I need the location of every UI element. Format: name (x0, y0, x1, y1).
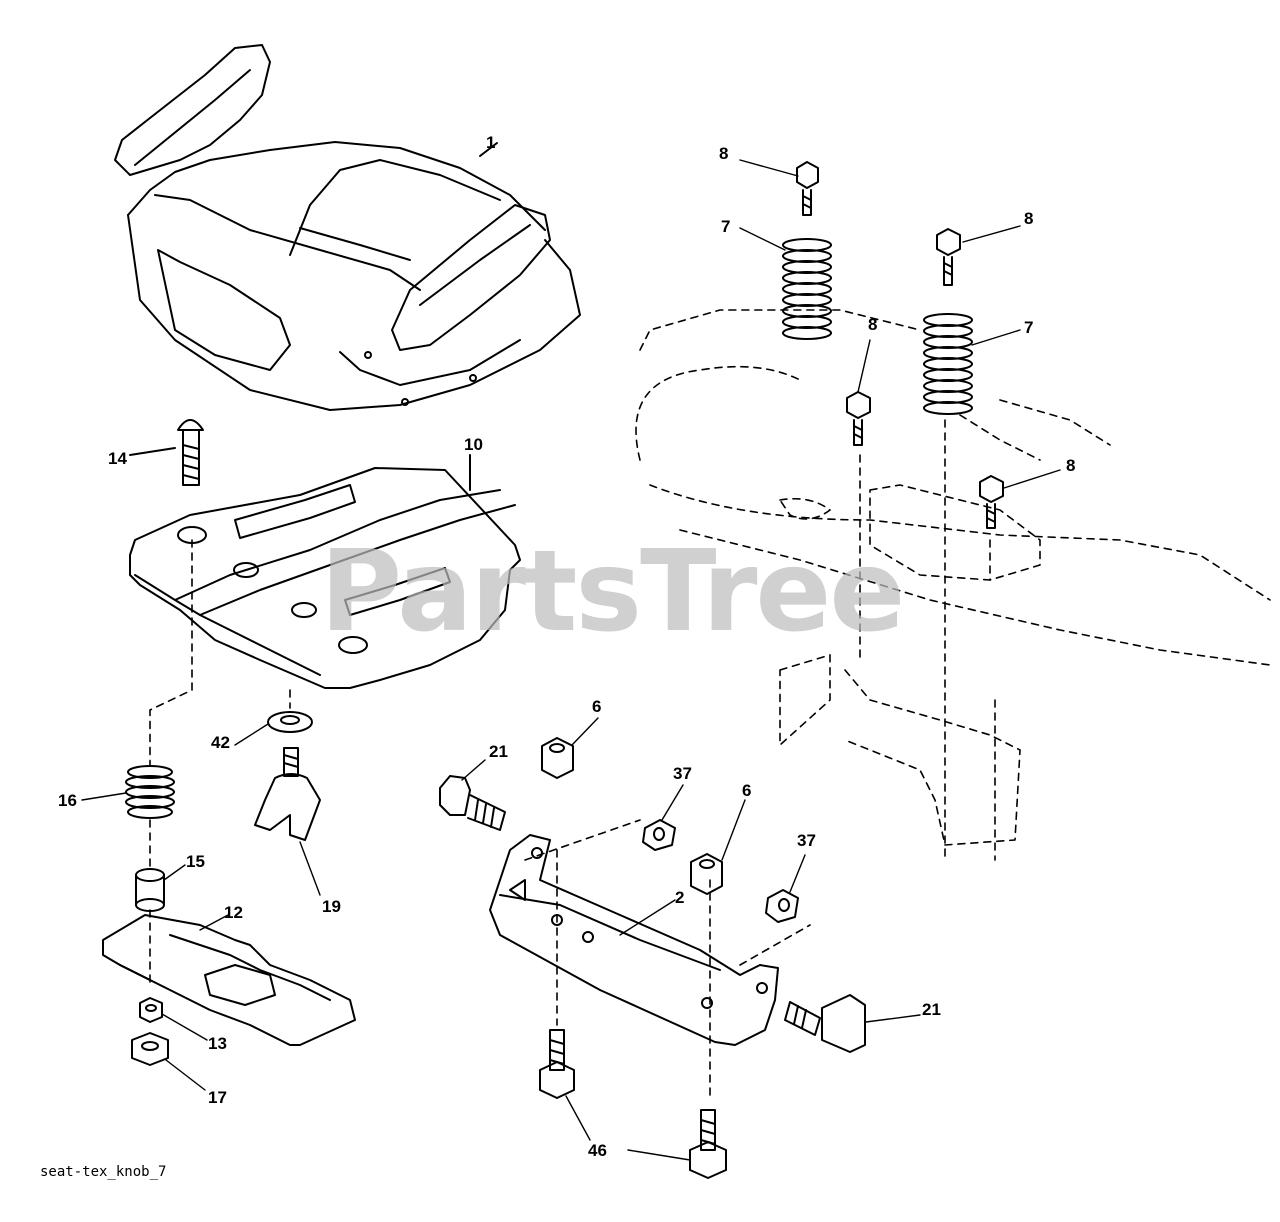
carriage-bolt-14 (129, 419, 204, 486)
bolt-8-top-left (796, 161, 819, 216)
partstree-watermark: PartsTree (320, 527, 905, 657)
callout-bolt-8-b: 8 (1024, 209, 1034, 228)
bolt-8-top-right (936, 228, 961, 286)
assembly-guides (149, 309, 1271, 1101)
callout-washer: 42 (211, 733, 230, 752)
slide-bracket-12 (102, 914, 356, 1046)
section-code-label: seat-tex_knob_7 (40, 1164, 167, 1180)
washer-42 (267, 711, 313, 733)
leader-lines (81, 159, 1061, 1161)
bolt-8-right (979, 475, 1004, 529)
callout-nut-6-b: 6 (742, 781, 752, 800)
callout-bolt-21-right: 21 (922, 1000, 941, 1019)
callout-bolt-8-d: 8 (1066, 456, 1076, 475)
callout-carriage-bolt: 14 (108, 449, 127, 468)
callout-nut-17: 17 (208, 1088, 227, 1107)
nut-37-a (642, 819, 676, 851)
callout-seat-pan: 10 (464, 435, 483, 454)
bolt-21-left (439, 775, 506, 831)
callout-seat: 1 (486, 133, 496, 152)
nut-13 (139, 997, 163, 1023)
callout-nut-37-b: 37 (797, 831, 816, 850)
callout-nut-37-a: 37 (673, 764, 692, 783)
callout-spring-7-b: 7 (1024, 318, 1034, 337)
spacer-15 (135, 868, 165, 912)
bolt-46 (539, 1029, 575, 1099)
seat-illustration (114, 44, 581, 411)
callout-spacer: 15 (186, 852, 205, 871)
nut-37-b (765, 889, 799, 923)
callout-slide-bracket: 12 (224, 903, 243, 922)
callout-nut-13: 13 (208, 1034, 227, 1053)
bolt-46-lower (689, 1109, 727, 1179)
spring-7-right (923, 313, 973, 415)
callout-bolt-8-a: 8 (719, 144, 729, 163)
nut-6-b (690, 853, 723, 895)
nut-6-a (541, 737, 574, 779)
spring-7-left (782, 238, 832, 340)
callout-spring-16: 16 (58, 791, 77, 810)
callout-bolt-8-c: 8 (868, 315, 878, 334)
bolt-21-right (784, 994, 866, 1053)
callout-nut-6-a: 6 (592, 697, 602, 716)
bolt-8-mid (846, 391, 871, 446)
callout-bolt-21-left: 21 (489, 742, 508, 761)
callout-spring-7-a: 7 (721, 217, 731, 236)
spring-16 (125, 765, 175, 819)
mount-plate-2 (489, 834, 779, 1046)
knob-19 (254, 747, 321, 841)
callout-knob: 19 (322, 897, 341, 916)
callout-mount-plate: 2 (675, 888, 685, 907)
callout-bolt-46: 46 (588, 1141, 607, 1160)
nut-17 (131, 1032, 169, 1066)
